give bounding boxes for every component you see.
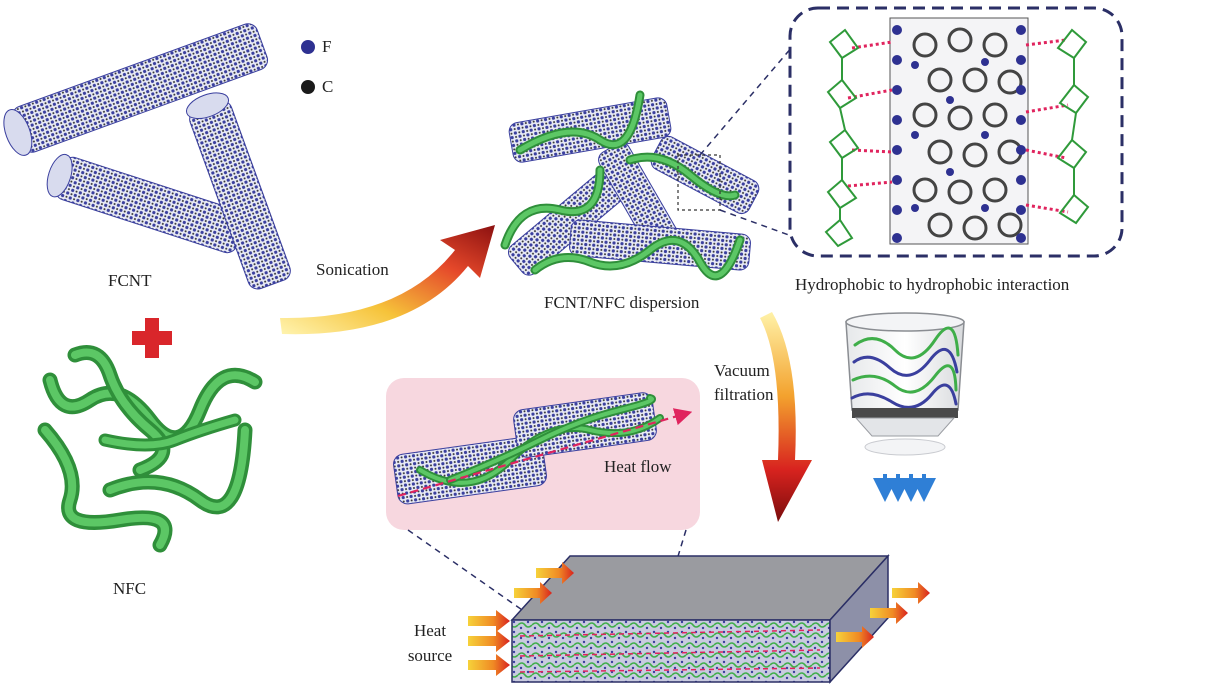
fcnt-tube-1 [3, 23, 269, 156]
fcnt-tube-3 [185, 92, 291, 290]
fcnt-tube-2 [46, 153, 246, 254]
plus-icon [132, 318, 172, 358]
interaction-label: Hydrophobic to hydrophobic interaction [795, 275, 1070, 294]
heat-source-label-line1: Heat [413, 621, 447, 640]
inset-tube-lattice [892, 25, 1026, 243]
vacuum-label-line2: filtration [714, 385, 774, 404]
zoom-line-top [699, 39, 799, 156]
heat-flow-inset [386, 378, 700, 530]
nfc-fibers [37, 345, 263, 553]
atom-legend [301, 40, 315, 94]
c-atom-swatch [301, 80, 315, 94]
fcnt-label: FCNT [108, 271, 152, 290]
dispersion-label: FCNT/NFC dispersion [544, 293, 700, 312]
heat-output-arrows [836, 582, 930, 648]
f-atom-swatch [301, 40, 315, 54]
fcnt-tubes [3, 23, 291, 290]
sonication-label: Sonication [316, 260, 389, 279]
legend-c-label: C [322, 77, 334, 96]
heat-flow-label: Heat flow [604, 457, 672, 476]
heat-input-arrows [468, 562, 574, 676]
interaction-inset [788, 6, 1124, 258]
zoom-box [677, 154, 721, 211]
sonication-arrow [280, 225, 495, 335]
filter-beaker-icon [845, 312, 965, 502]
composite-film [510, 554, 890, 684]
heat-source-label-line2: source [407, 646, 453, 665]
dispersion-cluster [500, 90, 760, 281]
nfc-label: NFC [113, 579, 147, 598]
vacuum-label-line1: Vacuum [714, 361, 770, 380]
vacuum-filtration-arrow [760, 312, 812, 522]
legend-f-label: F [322, 37, 332, 56]
